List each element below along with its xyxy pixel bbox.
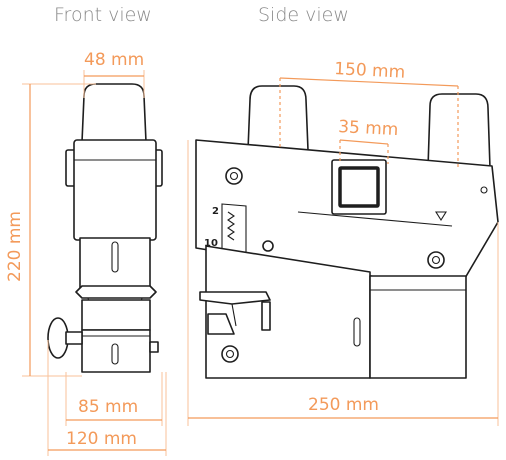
dim-side-roller-spacing: 150 mm <box>334 59 406 83</box>
dim-front-total-width: 120 mm <box>66 429 137 449</box>
dim-front-body-width: 85 mm <box>78 397 138 417</box>
front-view-title: Front view <box>54 4 152 26</box>
dim-front-top-width: 48 mm <box>84 50 144 70</box>
side-view-title: Side view <box>258 4 349 26</box>
side-dimensions <box>187 77 499 426</box>
scale-label-max: 10 <box>204 238 218 249</box>
scale-label-min: 2 <box>212 206 219 217</box>
dim-height: 220 mm <box>5 211 25 282</box>
front-view-drawing <box>47 83 163 373</box>
front-dimensions <box>22 70 167 456</box>
dim-side-window-width: 35 mm <box>338 117 399 140</box>
side-view-drawing: 2 10 <box>195 85 499 379</box>
dim-side-total-length: 250 mm <box>308 395 379 415</box>
